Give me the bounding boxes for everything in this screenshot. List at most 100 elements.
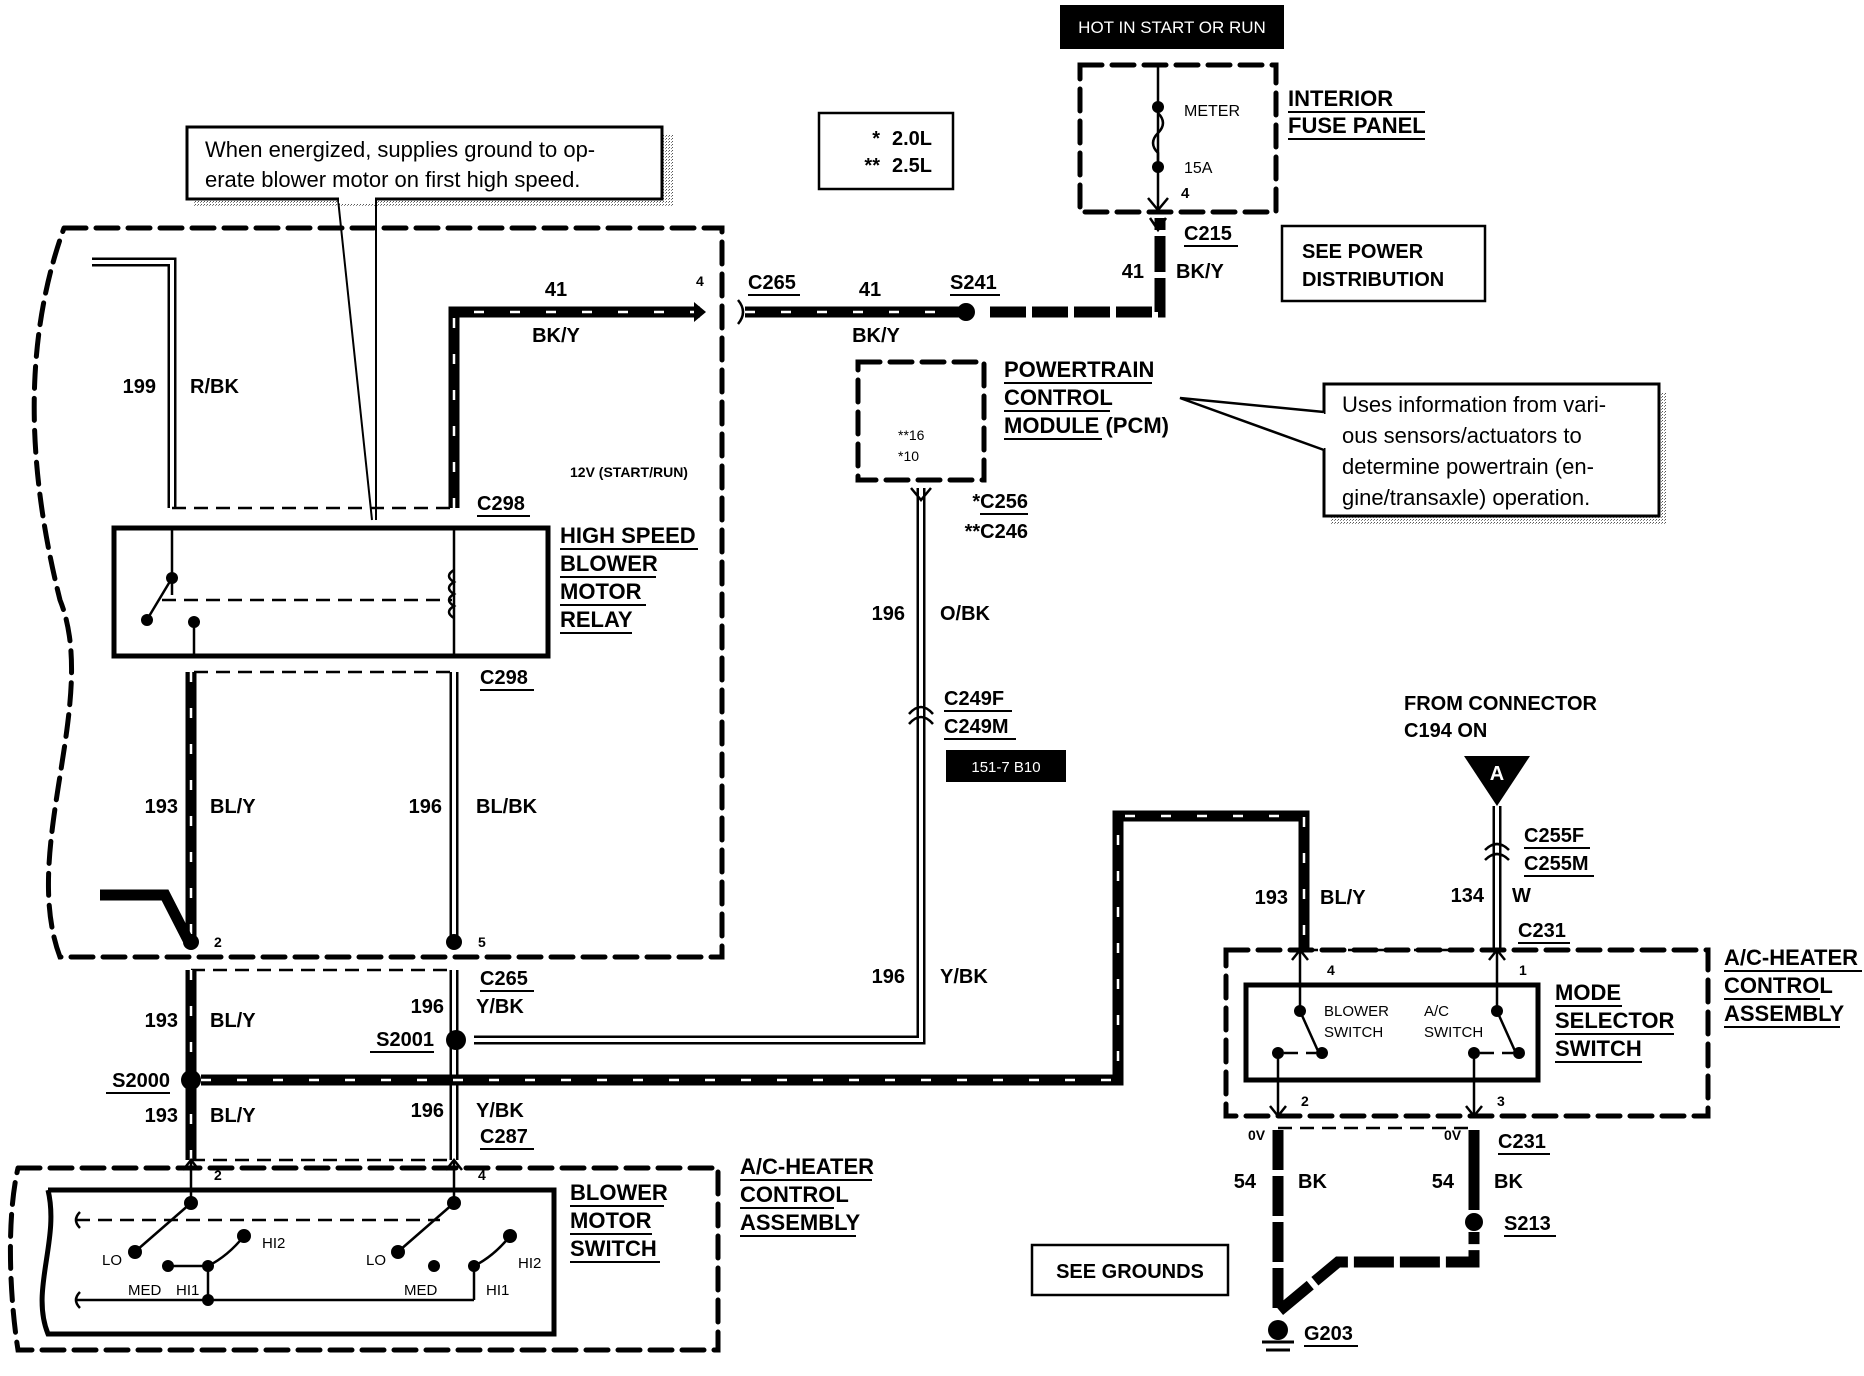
splice-s241 bbox=[957, 303, 975, 321]
diagram-label: C194 ON bbox=[1404, 720, 1487, 742]
diagram-label: 196 bbox=[409, 796, 442, 818]
pcm-note-callout: Uses information from vari- ous sensors/… bbox=[1179, 382, 1666, 524]
diagram-label: 196 bbox=[872, 966, 905, 988]
diagram-label: 4 bbox=[696, 273, 704, 289]
connector-c298-top: C298 bbox=[477, 493, 525, 515]
diagram-label: *10 bbox=[898, 448, 919, 464]
diagram-label: 151-7 B10 bbox=[971, 759, 1040, 776]
diagram-label: W bbox=[1512, 885, 1531, 907]
circuit-196-lower: 196 Y/BK S2001 196 Y/BK C287 bbox=[370, 970, 534, 1160]
diagram-label: A/C-HEATER bbox=[1724, 945, 1858, 970]
diagram-label: CONTROL bbox=[1004, 385, 1113, 410]
splice-s2000-label: S2000 bbox=[112, 1070, 170, 1092]
diagram-label: SELECTOR bbox=[1555, 1008, 1675, 1033]
diagram-label: 193 bbox=[145, 1105, 178, 1127]
diagram-label: * bbox=[872, 128, 880, 150]
diagram-label: 54 bbox=[1432, 1171, 1455, 1193]
diagram-label: MOTOR bbox=[570, 1208, 652, 1233]
see-power-distribution-box[interactable]: SEE POWER DISTRIBUTION bbox=[1280, 224, 1487, 303]
diagram-label: Y/BK bbox=[476, 996, 524, 1018]
ground-g203-label: G203 bbox=[1304, 1323, 1353, 1345]
fuse-panel-title-2: FUSE PANEL bbox=[1288, 113, 1426, 138]
diagram-label: 196 bbox=[872, 603, 905, 625]
diagram-label: BLOWER bbox=[560, 551, 658, 576]
circuit-196-pcm: 196 O/BK C249F C249M 151-7 B10 196 Y/BK bbox=[474, 487, 1066, 1045]
diagram-label: LO bbox=[102, 1252, 122, 1269]
diagram-label: 4 bbox=[478, 1167, 486, 1183]
circuit-193-lower: 193 BL/Y S2000 193 BL/Y bbox=[106, 970, 256, 1160]
connector-c246: **C246 bbox=[965, 521, 1028, 543]
interior-fuse-panel: METER 15A 4 INTERIOR FUSE PANEL bbox=[1077, 62, 1426, 215]
diagram-label: MOTOR bbox=[560, 579, 642, 604]
diagram-label: 193 bbox=[145, 1010, 178, 1032]
connector-c298-bottom: C298 bbox=[480, 667, 528, 689]
engine-legend: * 2.0L ** 2.5L bbox=[817, 111, 955, 191]
connector-c265-top: C265 bbox=[748, 272, 796, 294]
connector-a-flag-icon bbox=[1464, 756, 1530, 806]
see-grounds-box[interactable]: SEE GROUNDS bbox=[1030, 1243, 1230, 1297]
diagram-label: Uses information from vari- bbox=[1342, 392, 1606, 417]
circuit-193-upper: 193 BL/Y 2 bbox=[100, 672, 256, 950]
diagram-label: 1 bbox=[1519, 962, 1527, 978]
ac-heater-control-assembly-left: A/C-HEATER CONTROL ASSEMBLY bbox=[7, 1154, 874, 1353]
diagram-label: 4 bbox=[1327, 962, 1335, 978]
connector-c265-bottom: C265 bbox=[480, 968, 528, 990]
connector-c215: C215 bbox=[1184, 223, 1232, 245]
diagram-label: 3 bbox=[1497, 1093, 1505, 1109]
diagram-label: gine/transaxle) operation. bbox=[1342, 485, 1590, 510]
diagram-label: CONTROL bbox=[1724, 973, 1833, 998]
hot-in-start-or-run-banner: HOT IN START OR RUN bbox=[1060, 5, 1284, 49]
diagram-label: 2 bbox=[1301, 1093, 1309, 1109]
diagram-label: R/BK bbox=[190, 376, 239, 398]
diagram-label: 196 bbox=[411, 996, 444, 1018]
diagram-label: SEE GROUNDS bbox=[1056, 1261, 1204, 1283]
diagram-label: 5 bbox=[478, 934, 486, 950]
diagram-label: 41 bbox=[1122, 261, 1144, 283]
diagram-label: HI2 bbox=[518, 1255, 541, 1272]
blower-motor-switch: 2 4 LO MED HI1 HI2 LO MED HI1 HI2 bbox=[39, 1157, 668, 1337]
diagram-label: BK/Y bbox=[532, 325, 580, 347]
diagram-label: SWITCH bbox=[1555, 1036, 1642, 1061]
connector-c255f: C255F bbox=[1524, 825, 1584, 847]
ground-circuits: 0V 0V C231 54 BK 54 BK S213 G203 bbox=[1234, 1126, 1556, 1352]
diagram-label: MODE bbox=[1555, 980, 1621, 1005]
connector-c249m: C249M bbox=[944, 716, 1008, 738]
fuse-name: METER bbox=[1184, 103, 1240, 120]
diagram-label: BL/BK bbox=[476, 796, 538, 818]
hot-banner-text: HOT IN START OR RUN bbox=[1078, 18, 1266, 37]
diagram-label: BL/Y bbox=[1320, 887, 1366, 909]
diagram-label: HI1 bbox=[176, 1282, 199, 1299]
diagram-label: 2 bbox=[214, 1167, 222, 1183]
diagram-label: 0V bbox=[1248, 1127, 1266, 1143]
diagram-label: A bbox=[1490, 763, 1504, 785]
diagram-label: A/C bbox=[1424, 1003, 1449, 1020]
diagram-label: BL/Y bbox=[210, 1010, 256, 1032]
diagram-label: MED bbox=[128, 1282, 162, 1299]
diagram-label: RELAY bbox=[560, 607, 633, 632]
page-reference-badge bbox=[946, 750, 1066, 782]
diagram-label: 199 bbox=[123, 376, 156, 398]
diagram-label: BK bbox=[1298, 1171, 1327, 1193]
diagram-label: 0V bbox=[1444, 1127, 1462, 1143]
diagram-label: 196 bbox=[411, 1100, 444, 1122]
diagram-label: Y/BK bbox=[476, 1100, 524, 1122]
connector-c287: C287 bbox=[480, 1126, 528, 1148]
diagram-label: A/C-HEATER bbox=[740, 1154, 874, 1179]
diagram-label: HIGH SPEED bbox=[560, 523, 696, 548]
diagram-label: BLOWER bbox=[570, 1180, 668, 1205]
high-speed-blower-motor-relay: HIGH SPEED BLOWER MOTOR RELAY bbox=[111, 523, 698, 659]
connector-c256: *C256 bbox=[972, 491, 1028, 513]
diagram-label: O/BK bbox=[940, 603, 991, 625]
diagram-label: BK/Y bbox=[852, 325, 900, 347]
relay-note-line-2: erate blower motor on first high speed. bbox=[205, 167, 580, 192]
legend-2-5l: 2.5L bbox=[892, 155, 932, 177]
supply-label: 12V (START/RUN) bbox=[570, 464, 688, 480]
ground-icon bbox=[1268, 1320, 1288, 1340]
diagram-label: SWITCH bbox=[1324, 1024, 1383, 1041]
diagram-label: BLOWER bbox=[1324, 1003, 1389, 1020]
splice-s2001 bbox=[446, 1030, 466, 1050]
circuit-199: 199 R/BK bbox=[92, 257, 239, 508]
splice-s2001-label: S2001 bbox=[376, 1029, 434, 1051]
diagram-label: HI2 bbox=[262, 1235, 285, 1252]
